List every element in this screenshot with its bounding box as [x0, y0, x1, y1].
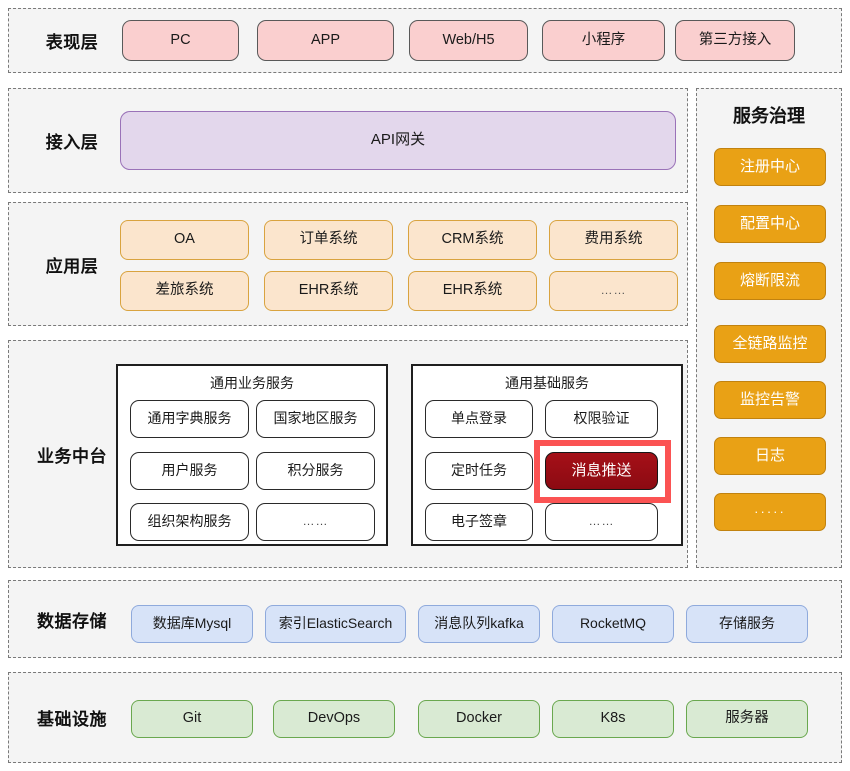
- gov-item-full-link-monitoring[interactable]: 全链路监控: [714, 325, 826, 363]
- layer-label-presentation: 表现层: [45, 33, 99, 52]
- node-third-party-access[interactable]: 第三方接入: [675, 20, 795, 61]
- node-app[interactable]: APP: [257, 20, 394, 61]
- node-oa[interactable]: OA: [120, 220, 249, 260]
- node-web-h5[interactable]: Web/H5: [409, 20, 528, 61]
- node-message-queue-kafka[interactable]: 消息队列kafka: [418, 605, 540, 643]
- node-user-service[interactable]: 用户服务: [130, 452, 249, 490]
- node-single-sign-on[interactable]: 单点登录: [425, 400, 533, 438]
- node-devops[interactable]: DevOps: [273, 700, 395, 738]
- node-git[interactable]: Git: [131, 700, 253, 738]
- node-server[interactable]: 服务器: [686, 700, 808, 738]
- gov-item-monitoring-alert[interactable]: 监控告警: [714, 381, 826, 419]
- node-ehr-system-1[interactable]: EHR系统: [264, 271, 393, 311]
- node-country-region-service[interactable]: 国家地区服务: [256, 400, 375, 438]
- node-docker[interactable]: Docker: [418, 700, 540, 738]
- node-message-push[interactable]: 消息推送: [545, 452, 658, 490]
- node-index-elasticsearch[interactable]: 索引ElasticSearch: [265, 605, 406, 643]
- gov-item-circuit-breaker[interactable]: 熔断限流: [714, 262, 826, 300]
- node-database-mysql[interactable]: 数据库Mysql: [131, 605, 253, 643]
- gov-item-registry-center[interactable]: 注册中心: [714, 148, 826, 186]
- layer-label-middle-platform: 业务中台: [37, 446, 107, 466]
- governance-title: 服务治理: [733, 106, 805, 126]
- node-expense-system[interactable]: 费用系统: [549, 220, 678, 260]
- node-storage-service[interactable]: 存储服务: [686, 605, 808, 643]
- node-travel-system[interactable]: 差旅系统: [120, 271, 249, 311]
- layer-label-infrastructure: 基础设施: [37, 710, 107, 729]
- node-miniprogram[interactable]: 小程序: [542, 20, 665, 61]
- node-api-gateway[interactable]: API网关: [120, 111, 676, 170]
- node-order-system[interactable]: 订单系统: [264, 220, 393, 260]
- node-rocketmq[interactable]: RocketMQ: [552, 605, 674, 643]
- node-crm-system[interactable]: CRM系统: [408, 220, 537, 260]
- gov-item-log[interactable]: 日志: [714, 437, 826, 475]
- node-application-more[interactable]: ……: [549, 271, 678, 311]
- node-common-dictionary-service[interactable]: 通用字典服务: [130, 400, 249, 438]
- layer-label-application: 应用层: [45, 256, 99, 276]
- node-org-structure-service[interactable]: 组织架构服务: [130, 503, 249, 541]
- node-basic-service-more[interactable]: ……: [545, 503, 658, 541]
- node-points-service[interactable]: 积分服务: [256, 452, 375, 490]
- node-k8s[interactable]: K8s: [552, 700, 674, 738]
- node-scheduled-task[interactable]: 定时任务: [425, 452, 533, 490]
- gov-item-more[interactable]: ·····: [714, 493, 826, 531]
- node-ehr-system-2[interactable]: EHR系统: [408, 271, 537, 311]
- node-business-service-more[interactable]: ……: [256, 503, 375, 541]
- node-permission-verification[interactable]: 权限验证: [545, 400, 658, 438]
- gov-item-config-center[interactable]: 配置中心: [714, 205, 826, 243]
- layer-label-access: 接入层: [45, 133, 99, 152]
- node-pc[interactable]: PC: [122, 20, 239, 61]
- panel-title-common-basic-services: 通用基础服务: [505, 375, 589, 391]
- node-electronic-signature[interactable]: 电子签章: [425, 503, 533, 541]
- panel-title-common-business-services: 通用业务服务: [210, 375, 294, 391]
- layer-label-data-storage: 数据存储: [37, 611, 107, 631]
